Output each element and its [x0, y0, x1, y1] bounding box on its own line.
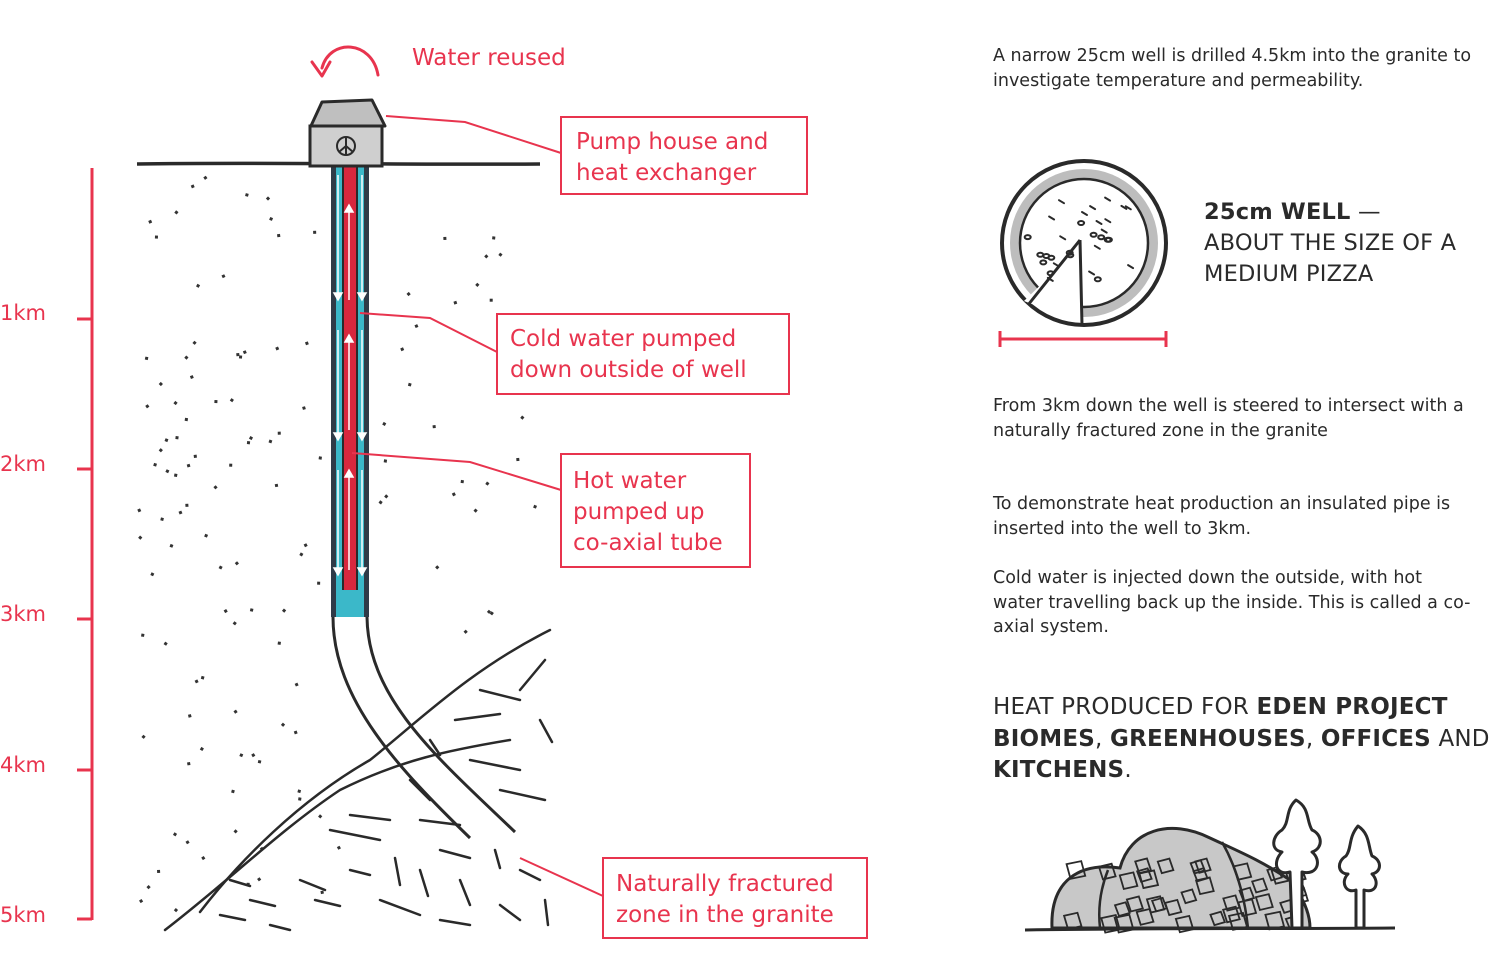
heat-bold-kitchens: KITCHENS: [993, 757, 1125, 783]
svg-text:Naturally fractured: Naturally fractured: [616, 871, 834, 897]
callout-pump-house: Pump house and heat exchanger: [385, 115, 808, 195]
pizza-caption: 25cm WELL — ABOUT THE SIZE OF A MEDIUM P…: [1204, 197, 1494, 290]
depth-label-4km: 4km: [0, 753, 46, 777]
svg-text:pumped up: pumped up: [573, 499, 704, 525]
pizza-icon: [1000, 159, 1168, 327]
flow-arrows: [332, 175, 368, 577]
callout-cold-water: Cold water pumped down outside of well: [359, 312, 790, 395]
pizza-caption-dash: —: [1350, 199, 1381, 225]
heat-part: ,: [1305, 725, 1321, 752]
callout-water-reused: Water reused: [412, 45, 566, 71]
depth-label-1km: 1km: [0, 301, 46, 325]
heat-produced-text: HEAT PRODUCED FOR EDEN PROJECT BIOMES, G…: [993, 692, 1493, 787]
heat-bold-offices: OFFICES: [1320, 725, 1431, 752]
callout-fractured-zone: Naturally fractured zone in the granite: [519, 857, 868, 939]
svg-text:zone in the granite: zone in the granite: [616, 902, 834, 928]
vertical-well: [331, 164, 369, 617]
rotate-arrow-icon: [310, 45, 380, 78]
pizza-caption-rest: ABOUT THE SIZE OF A MEDIUM PIZZA: [1204, 230, 1457, 287]
svg-text:heat exchanger: heat exchanger: [576, 160, 757, 186]
depth-label-3km: 3km: [0, 602, 46, 626]
pizza-width-bar: [998, 331, 1168, 347]
granite-speckles: [137, 175, 538, 913]
peace-symbol-icon: [336, 136, 356, 156]
heat-bold-biomes: EDEN PROJECT BIOMES: [993, 694, 1448, 752]
heat-part: HEAT PRODUCED FOR: [993, 694, 1257, 720]
svg-text:Pump house and: Pump house and: [576, 129, 768, 155]
fracture-lines: [163, 628, 554, 932]
pump-house: [308, 98, 387, 168]
heat-part: AND: [1430, 725, 1490, 752]
svg-text:down outside of well: down outside of well: [510, 357, 747, 383]
callout-hot-water: Hot water pumped up co-axial tube: [351, 452, 751, 568]
pizza-caption-bold: 25cm WELL: [1204, 199, 1351, 225]
heat-part: ,: [1095, 725, 1111, 752]
svg-text:Cold water pumped: Cold water pumped: [510, 326, 736, 352]
heat-part: .: [1124, 757, 1132, 783]
heat-bold-greenhouses: GREENHOUSES: [1110, 725, 1306, 752]
depth-scale: 1km 2km 3km 4km 5km: [0, 168, 94, 927]
info-demonstrate: To demonstrate heat production an insula…: [993, 494, 1451, 539]
biome-dome-icon: [1050, 826, 1312, 934]
svg-text:co-axial tube: co-axial tube: [573, 530, 723, 556]
info-intro: A narrow 25cm well is drilled 4.5km into…: [993, 46, 1472, 91]
ground-line-biomes: [1024, 926, 1396, 932]
deviated-well: [331, 616, 517, 840]
svg-text:Hot water: Hot water: [573, 468, 687, 494]
depth-label-5km: 5km: [0, 903, 46, 927]
info-steered: From 3km down the well is steered to int…: [993, 396, 1464, 441]
depth-label-2km: 2km: [0, 452, 46, 476]
info-coaxial: Cold water is injected down the outside,…: [993, 568, 1471, 637]
